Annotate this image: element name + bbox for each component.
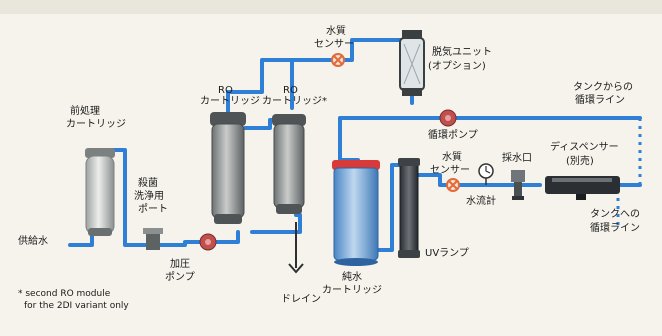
label-degas-1: 脱気ユニット xyxy=(432,45,492,58)
pipe-recirc xyxy=(338,116,642,162)
labels: 供給水 前処理 カートリッジ 殺菌 洗浄用 ポート 加圧 ポンプ RO カートリ… xyxy=(18,24,640,311)
label-pure-1: 純水 xyxy=(342,270,362,283)
booster-pump xyxy=(199,233,217,251)
dispenser xyxy=(545,176,620,200)
sanitization-port xyxy=(143,228,163,250)
label-sanitization-3: ポート xyxy=(138,203,168,215)
header-strip xyxy=(0,0,662,14)
water-quality-sensor-1 xyxy=(331,53,345,67)
label-wq-sensor2-1: 水質 xyxy=(442,150,462,163)
label-pretreatment-2: カートリッジ xyxy=(66,118,126,130)
label-pretreatment-1: 前処理 xyxy=(70,104,100,117)
ro-cartridge-1 xyxy=(210,112,246,224)
label-sanitization-2: 洗浄用 xyxy=(134,189,164,202)
label-dispenser-2: (別売) xyxy=(566,154,594,167)
pipes xyxy=(68,38,642,252)
label-ro2-1: RO xyxy=(283,85,298,96)
pipe-uv-disp xyxy=(416,173,542,187)
label-wq-sensor2-2: センサー xyxy=(430,164,470,176)
recirculation-pump xyxy=(439,109,457,127)
ro-cartridge-2 xyxy=(272,114,306,214)
label-uv-lamp: UVランプ xyxy=(425,247,469,259)
label-dispenser-1: ディスペンサー xyxy=(550,140,619,153)
pipe-booster-ro1 xyxy=(210,230,240,244)
label-wq-sensor1-2: センサー xyxy=(314,38,354,50)
label-feed-water: 供給水 xyxy=(18,234,48,247)
label-booster-2: ポンプ xyxy=(165,271,195,283)
label-tank-to-1: タンクへの xyxy=(590,208,640,220)
pipe-feed xyxy=(68,230,94,247)
pure-water-cartridge xyxy=(332,160,380,266)
label-wq-sensor1-1: 水質 xyxy=(326,24,346,37)
pretreatment-cartridge xyxy=(85,148,115,236)
water-quality-sensor-2 xyxy=(446,178,460,192)
label-tank-from-2: 循環ライン xyxy=(575,93,625,106)
label-recirc-pump: 循環ポンプ xyxy=(428,128,478,141)
pipe-ro1-top xyxy=(226,58,320,120)
label-pure-2: カートリッジ xyxy=(322,284,382,296)
label-ro1-1: RO xyxy=(218,85,233,96)
flow-meter xyxy=(478,163,494,185)
label-flow-meter: 水流計 xyxy=(466,194,496,207)
label-booster-1: 加圧 xyxy=(170,258,190,270)
label-tank-from-1: タンクからの xyxy=(573,81,633,93)
label-sanitization-1: 殺菌 xyxy=(138,176,158,189)
drain-pipe xyxy=(288,222,304,274)
dotted-lines xyxy=(616,118,642,228)
degas-unit xyxy=(399,30,425,96)
label-drain: ドレイン xyxy=(281,294,321,305)
label-degas-2: (オプション) xyxy=(428,60,486,72)
uv-lamp xyxy=(398,158,420,258)
pipe-ro2-bottom xyxy=(250,213,302,234)
label-sampling-port: 採水口 xyxy=(502,151,532,164)
footnote-line-2: for the 2DI variant only xyxy=(24,301,129,311)
sampling-port xyxy=(511,170,525,200)
label-ro1-2: カートリッジ xyxy=(200,95,260,107)
label-ro2-2: カートリッジ* xyxy=(262,95,327,107)
label-tank-to-2: 循環ライン xyxy=(590,221,640,234)
footnote-line-1: * second RO module xyxy=(18,289,111,299)
